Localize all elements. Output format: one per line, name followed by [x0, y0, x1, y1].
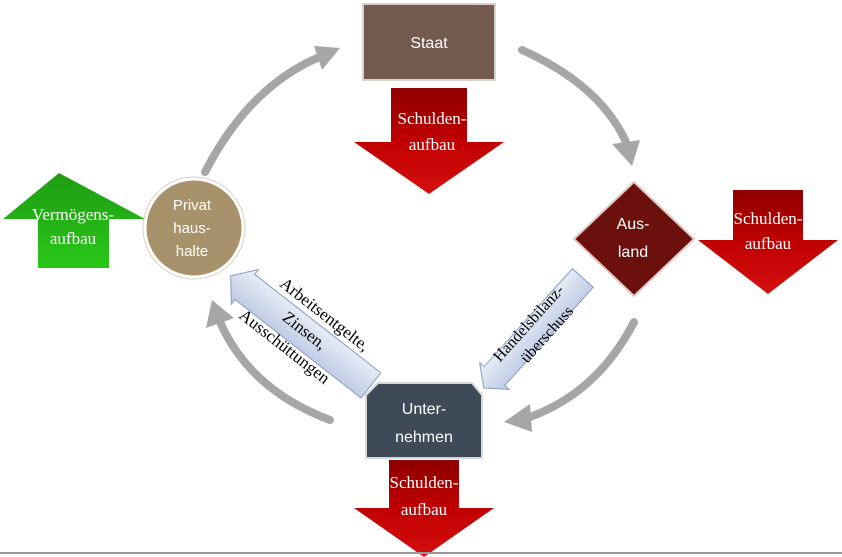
unternehmen-label-line2: nehmen: [395, 429, 453, 446]
handelsbilanz-flow: Handelsbilanz- überschuss: [478, 267, 594, 391]
ausland-debt-line2: aufbau: [745, 234, 792, 253]
ausland-label-line1: Aus-: [617, 216, 650, 233]
staat-node: Staat: [362, 3, 496, 81]
unternehmen-debt-arrow: Schulden- aufbau: [354, 460, 494, 557]
privathaushalte-label-line2: haus-: [173, 220, 211, 237]
staat-debt-line1: Schulden-: [398, 109, 467, 128]
bottom-divider: [0, 552, 842, 554]
cycle-arrowhead-unternehmen: [504, 404, 532, 432]
unternehmen-node: Unter- nehmen: [365, 382, 483, 459]
asset-arrow-line2: aufbau: [50, 229, 97, 248]
unternehmen-label-line1: Unter-: [402, 401, 446, 418]
cycle-arrow-staat-to-ausland: [518, 46, 630, 146]
cycle-arrowhead-haushalte: [206, 300, 234, 328]
asset-arrow-line1: Vermögens-: [32, 205, 114, 224]
arbeitsentgelte-flow: Arbeitsentgelte, Zinsen, Ausschüttungen: [230, 268, 382, 399]
privathaushalte-label-line1: Privat: [173, 197, 212, 214]
ausland-label-line2: land: [618, 244, 648, 261]
privathaushalte-label-line3: halte: [176, 243, 209, 260]
privathaushalte-node: Privat haus- halte: [142, 176, 246, 280]
cycle-arrow-unternehmen-to-haushalte: [216, 318, 334, 424]
ausland-debt-line1: Schulden-: [734, 209, 803, 228]
staat-debt-arrow: Schulden- aufbau: [354, 88, 504, 194]
staat-debt-line2: aufbau: [409, 135, 456, 154]
unternehmen-debt-line2: aufbau: [401, 500, 448, 519]
ausland-node: Aus- land: [572, 180, 696, 298]
asset-arrow: Vermögens- aufbau: [3, 173, 145, 268]
cycle-arrow-ausland-to-unternehmen: [526, 318, 638, 421]
cycle-arrow-haushalte-to-staat: [201, 52, 326, 176]
unternehmen-debt-line1: Schulden-: [390, 473, 459, 492]
cycle-arrows: [201, 46, 640, 432]
cycle-arrowhead-ausland: [612, 140, 640, 166]
ausland-debt-arrow: Schulden- aufbau: [698, 190, 838, 294]
cycle-arrowhead-staat: [314, 46, 340, 70]
staat-label: Staat: [410, 35, 448, 52]
